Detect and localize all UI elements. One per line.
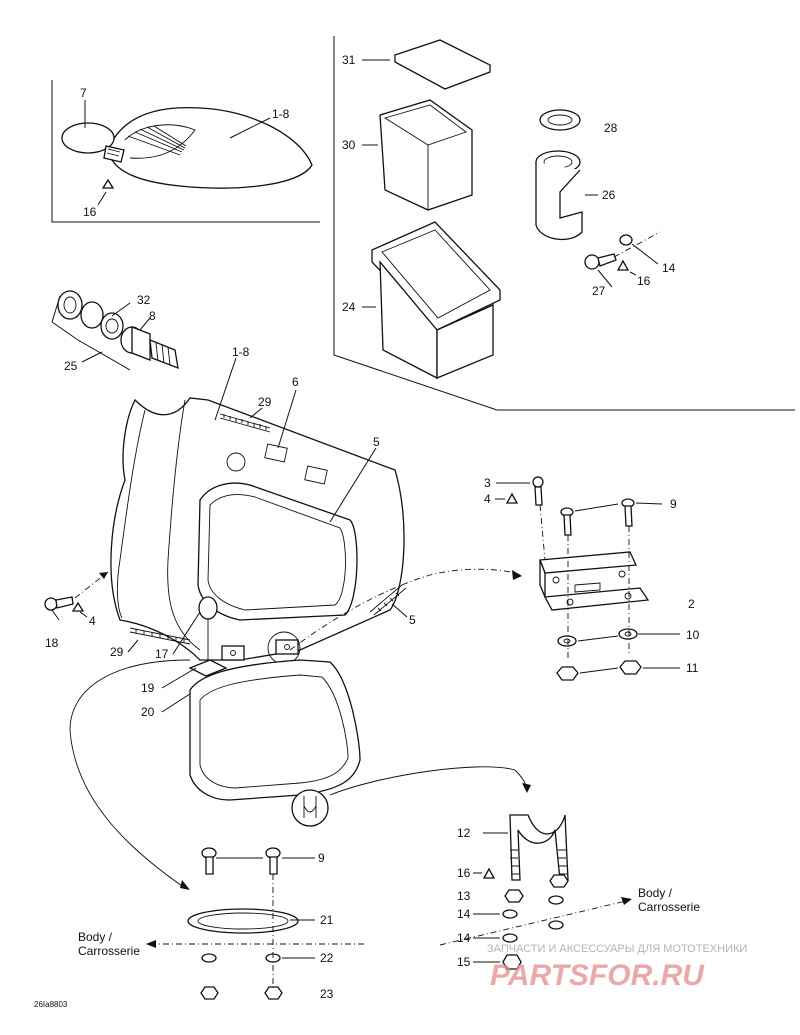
washer-part-14-top: [619, 234, 633, 246]
callout-32: 32: [137, 293, 151, 307]
body-label-left-line1: Body /: [78, 930, 113, 944]
ubolt-detail-circle: [291, 789, 329, 827]
callout-3: 3: [484, 476, 491, 490]
hinge-left: [221, 645, 245, 661]
bushing-part-8: [120, 326, 179, 370]
callout-10: 10: [686, 628, 700, 642]
callout-5-right: 5: [409, 613, 416, 627]
callout-21: 21: [320, 913, 334, 927]
side-panel-part-1-8: [110, 397, 405, 661]
nuts-part-13: [504, 874, 569, 903]
callout-26: 26: [602, 188, 616, 202]
callout-4-right: 4: [484, 492, 491, 506]
grip-strip-part-29-bottom: [129, 627, 191, 645]
hinge-plate-part-2: [539, 551, 650, 611]
callout-9-bottom: 9: [318, 851, 325, 865]
lid-part-31: [393, 39, 492, 90]
callout-17: 17: [155, 647, 169, 661]
callout-14-b: 14: [457, 931, 471, 945]
callout-4-left: 4: [89, 614, 96, 628]
latch-part-17: [198, 596, 218, 660]
callout-25: 25: [64, 359, 78, 373]
nut-part-16-right: [616, 259, 630, 271]
washers-part-10: [557, 628, 638, 647]
callout-12: 12: [457, 826, 471, 840]
callout-31: 31: [342, 53, 356, 67]
callout-9-right: 9: [670, 497, 677, 511]
nut-part-15: [502, 954, 522, 970]
nut-part-16-bottom: [482, 867, 496, 879]
nut-part-4-right: [505, 492, 519, 504]
callout-16-bottom: 16: [457, 866, 471, 880]
callout-14: 14: [662, 261, 676, 275]
callout-24: 24: [342, 300, 356, 314]
callout-29-bottom: 29: [110, 645, 124, 659]
washers-part-22: [201, 953, 281, 963]
screw-part-9-right: [621, 498, 635, 527]
nuts-part-11: [556, 660, 642, 681]
callout-1-8-centre: 1-8: [232, 345, 250, 359]
callout-6: 6: [292, 375, 299, 389]
seat-cushion-part: [107, 106, 313, 189]
seal-rings-part-32: [57, 290, 124, 340]
nuts-part-23: [200, 986, 283, 1000]
gasket-part-21: [187, 908, 299, 934]
callout-23: 23: [320, 987, 334, 1001]
body-label-right-line1: Body /: [638, 886, 673, 900]
ring-part-28: [539, 109, 581, 131]
inner-box-part-30: [379, 99, 473, 211]
callout-11: 11: [686, 661, 699, 675]
holder-part-26: [535, 150, 583, 241]
base-plate-part-19: [188, 659, 228, 677]
screws-part-9-bottom: [201, 847, 281, 875]
inset-frame-top-right: [333, 36, 795, 411]
callout-15: 15: [457, 955, 471, 969]
callout-16: 16: [637, 274, 651, 288]
callout-2: 2: [688, 597, 695, 611]
outer-box-part-24: [371, 221, 501, 380]
callout-16-top: 16: [83, 205, 97, 219]
callout-7: 7: [80, 86, 87, 100]
watermark-logo: PARTSFOR.RU: [490, 959, 705, 992]
watermark-tagline: ЗАПЧАСТИ И АКСЕССУАРЫ ДЛЯ МОТОТЕХНИКИ: [487, 943, 747, 955]
callout-13: 13: [457, 889, 471, 903]
callout-27: 27: [592, 284, 606, 298]
hinge-right: [275, 639, 299, 655]
callout-8: 8: [149, 309, 156, 323]
callout-14-a: 14: [457, 907, 471, 921]
nut-part-16-top: [101, 178, 115, 189]
callout-29-top: 29: [258, 395, 272, 409]
callout-1-8-top: 1-8: [272, 107, 290, 121]
grip-strip-part-29-top: [219, 413, 271, 433]
trim-strip-part-5: [369, 584, 407, 616]
screw-part-27: [584, 253, 617, 270]
lower-frame-panel: [189, 659, 361, 801]
inset-frame-top-left: [51, 80, 320, 223]
washers-part-14-bottom: [502, 895, 564, 943]
body-label-right-line2: Carrosserie: [638, 900, 700, 914]
screw-part-3: [532, 476, 544, 506]
callout-22: 22: [320, 951, 334, 965]
callout-19: 19: [141, 681, 155, 695]
screw-part-18: [44, 596, 74, 611]
callout-20: 20: [141, 705, 155, 719]
callout-28: 28: [604, 121, 618, 135]
body-label-left-line2: Carrosserie: [78, 944, 140, 958]
screw-part-9-left: [560, 507, 574, 536]
nut-part-4-left: [71, 601, 85, 612]
callout-30: 30: [342, 138, 356, 152]
ubolt-part-12: [509, 814, 569, 881]
seat-plug-part-7: [61, 122, 125, 163]
callout-5-top: 5: [373, 435, 380, 449]
callout-18: 18: [45, 636, 59, 650]
figure-code: 26Ia8803: [34, 1000, 68, 1009]
